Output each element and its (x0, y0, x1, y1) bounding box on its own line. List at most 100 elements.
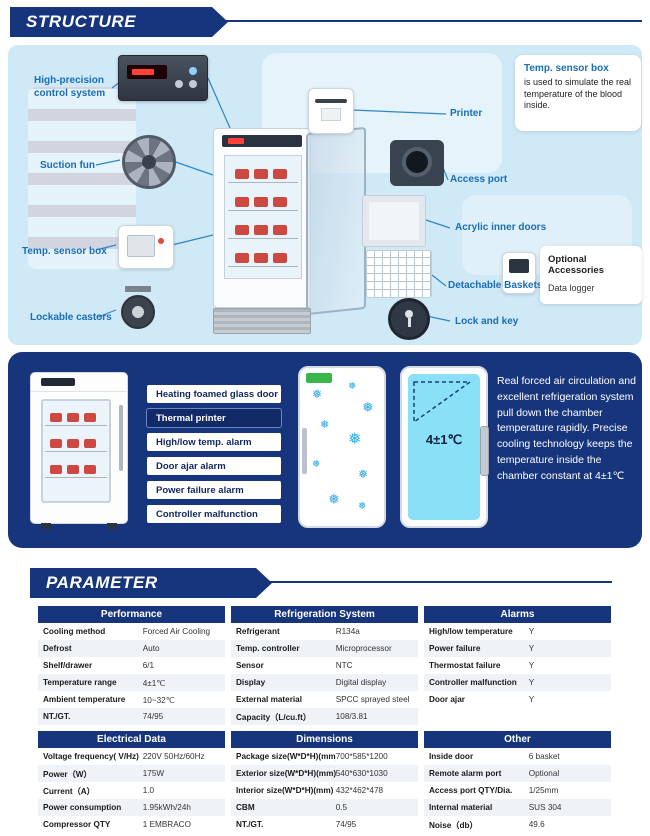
table-row: Access port QTY/Dia. 1/25mm (424, 782, 611, 799)
row-label: Power consumption (43, 803, 122, 812)
access-port-image (390, 140, 444, 186)
temp-sensor-box-image (118, 225, 174, 269)
fridge-shelf-line (228, 182, 298, 183)
row-label: Access port QTY/Dia. (429, 786, 513, 795)
blood-bags (50, 465, 62, 474)
callout-lock-and-key: Lock and key (455, 316, 519, 327)
table-row: Exterior size(W*D*H)(mm) 540*630*1030 (231, 765, 418, 782)
row-label: Sensor (236, 661, 264, 670)
callout-temp-sensor-box: Temp. sensor box (22, 246, 107, 257)
optional-accessories-title: Optional Accessories (548, 254, 604, 276)
feature-door-ajar-alarm: Door ajar alarm (146, 456, 282, 476)
table-row: Internal material SUS 304 (424, 799, 611, 816)
table-row: Door ajar Y (424, 691, 611, 708)
snowflake-icon: ❅ (362, 399, 374, 415)
control-panel-buttons (189, 67, 197, 75)
castor-plate (125, 286, 151, 292)
row-label: NT./GT. (236, 820, 264, 829)
row-value: SUS 304 (528, 803, 562, 812)
small-fridge-shelf (45, 451, 107, 452)
row-label: Thermostat failure (429, 661, 501, 670)
row-label: Remote alarm port (429, 769, 502, 778)
blood-bags (235, 225, 249, 235)
row-label: Interior size(W*D*H)(mm) (236, 786, 334, 795)
table-row: Voltage frequency( V/Hz) 220V 50Hz/60Hz (38, 748, 225, 765)
feature-heating-glass-door: Heating foamed glass door (146, 384, 282, 404)
door-temperature-label: 4±1℃ (425, 432, 463, 447)
structure-section-title: STRUCTURE (26, 12, 137, 31)
snowflake-icon: ❅ (328, 491, 340, 507)
row-value: 540*630*1030 (335, 769, 388, 778)
feature-power-failure-alarm: Power failure alarm (146, 480, 282, 500)
row-value: 6 basket (528, 752, 560, 761)
feature-high-low-temp-alarm: High/low temp. alarm (146, 432, 282, 452)
callout-suction-fan: Suction fun (40, 160, 95, 171)
table-performance: Performance Cooling method Forced Air Co… (38, 606, 225, 725)
row-label: Internal material (429, 803, 493, 812)
suction-fan-image (122, 135, 176, 189)
table-row: Display Digital display (231, 674, 418, 691)
row-label: Capacity（L/cu.ft） (236, 712, 312, 722)
small-fridge-handle (119, 405, 123, 471)
table-header: Alarms (424, 606, 611, 623)
row-value: Auto (142, 644, 160, 653)
cooling-description: Real forced air circulation and excellen… (497, 375, 636, 482)
table-header: Refrigeration System (231, 606, 418, 623)
table-row: Controller malfunction Y (424, 674, 611, 691)
row-value: 74/95 (335, 820, 357, 829)
row-value: 1.0 (142, 786, 155, 795)
table-header: Other (424, 731, 611, 748)
parameter-tables-row-2: Electrical Data Voltage frequency( V/Hz)… (38, 731, 612, 833)
fridge-open-glass-door (306, 126, 366, 316)
door-green-tag (306, 373, 332, 383)
table-row: Power（W） 175W (38, 765, 225, 782)
door-handle (302, 428, 307, 474)
callout-lockable-castors: Lockable castors (30, 312, 112, 323)
door-snowflake-diagram: ❅ ❅ ❅ ❅ ❅ ❅ ❅ ❅ ❅ (298, 366, 386, 528)
printer-paper (321, 108, 341, 121)
snowflake-icon: ❅ (348, 431, 362, 448)
table-alarms: Alarms High/low temperature Y Power fail… (424, 606, 611, 725)
feature-thermal-printer: Thermal printer (146, 408, 282, 428)
row-label: External material (236, 695, 302, 704)
table-header: Dimensions (231, 731, 418, 748)
table-row: Interior size(W*D*H)(mm) 432*462*478 (231, 782, 418, 799)
row-value: R134a (335, 627, 360, 636)
table-electrical-data: Electrical Data Voltage frequency( V/Hz)… (38, 731, 225, 833)
blood-bags (235, 253, 249, 263)
note-body: is used to simulate the real temperature… (524, 77, 632, 111)
table-row: Cooling method Forced Air Cooling (38, 623, 225, 640)
feature-controller-malfunction: Controller malfunction (146, 504, 282, 524)
small-fridge-feet (41, 523, 51, 529)
table-row: Refrigerant R134a (231, 623, 418, 640)
table-row: Power failure Y (424, 640, 611, 657)
data-logger-screen (509, 259, 529, 273)
row-label: Cooling method (43, 627, 106, 636)
airflow-dashed-lines (413, 381, 473, 424)
note-title: Temp. sensor box (524, 63, 609, 74)
acrylic-inner-door-image (362, 195, 426, 247)
row-value: Y (528, 661, 535, 670)
row-label: Power failure (429, 644, 481, 653)
row-label: Door ajar (429, 695, 465, 704)
row-value: 220V 50Hz/60Hz (142, 752, 205, 761)
small-fridge-shelf (45, 425, 107, 426)
door-handle (480, 426, 489, 476)
table-row: Current（A） 1.0 (38, 782, 225, 799)
row-label: Temp. controller (236, 644, 300, 653)
door-cold-chamber (408, 374, 480, 520)
callout-acrylic-inner-doors: Acrylic inner doors (455, 222, 547, 233)
row-label: Noise（db） (429, 820, 478, 830)
blood-bags (235, 169, 249, 179)
row-value: 74/95 (142, 712, 164, 721)
row-value: Y (528, 695, 535, 704)
row-label: Exterior size(W*D*H)(mm) (236, 769, 336, 778)
fridge-display-led (228, 138, 244, 144)
row-label: Temperature range (43, 678, 117, 687)
row-label: Inside door (429, 752, 474, 761)
parameter-section-banner: PARAMETER (30, 568, 272, 598)
row-value: 0.5 (335, 803, 348, 812)
fridge-base-grille (213, 308, 311, 334)
row-label: Refrigerant (236, 627, 280, 636)
detachable-basket-image (366, 250, 432, 298)
